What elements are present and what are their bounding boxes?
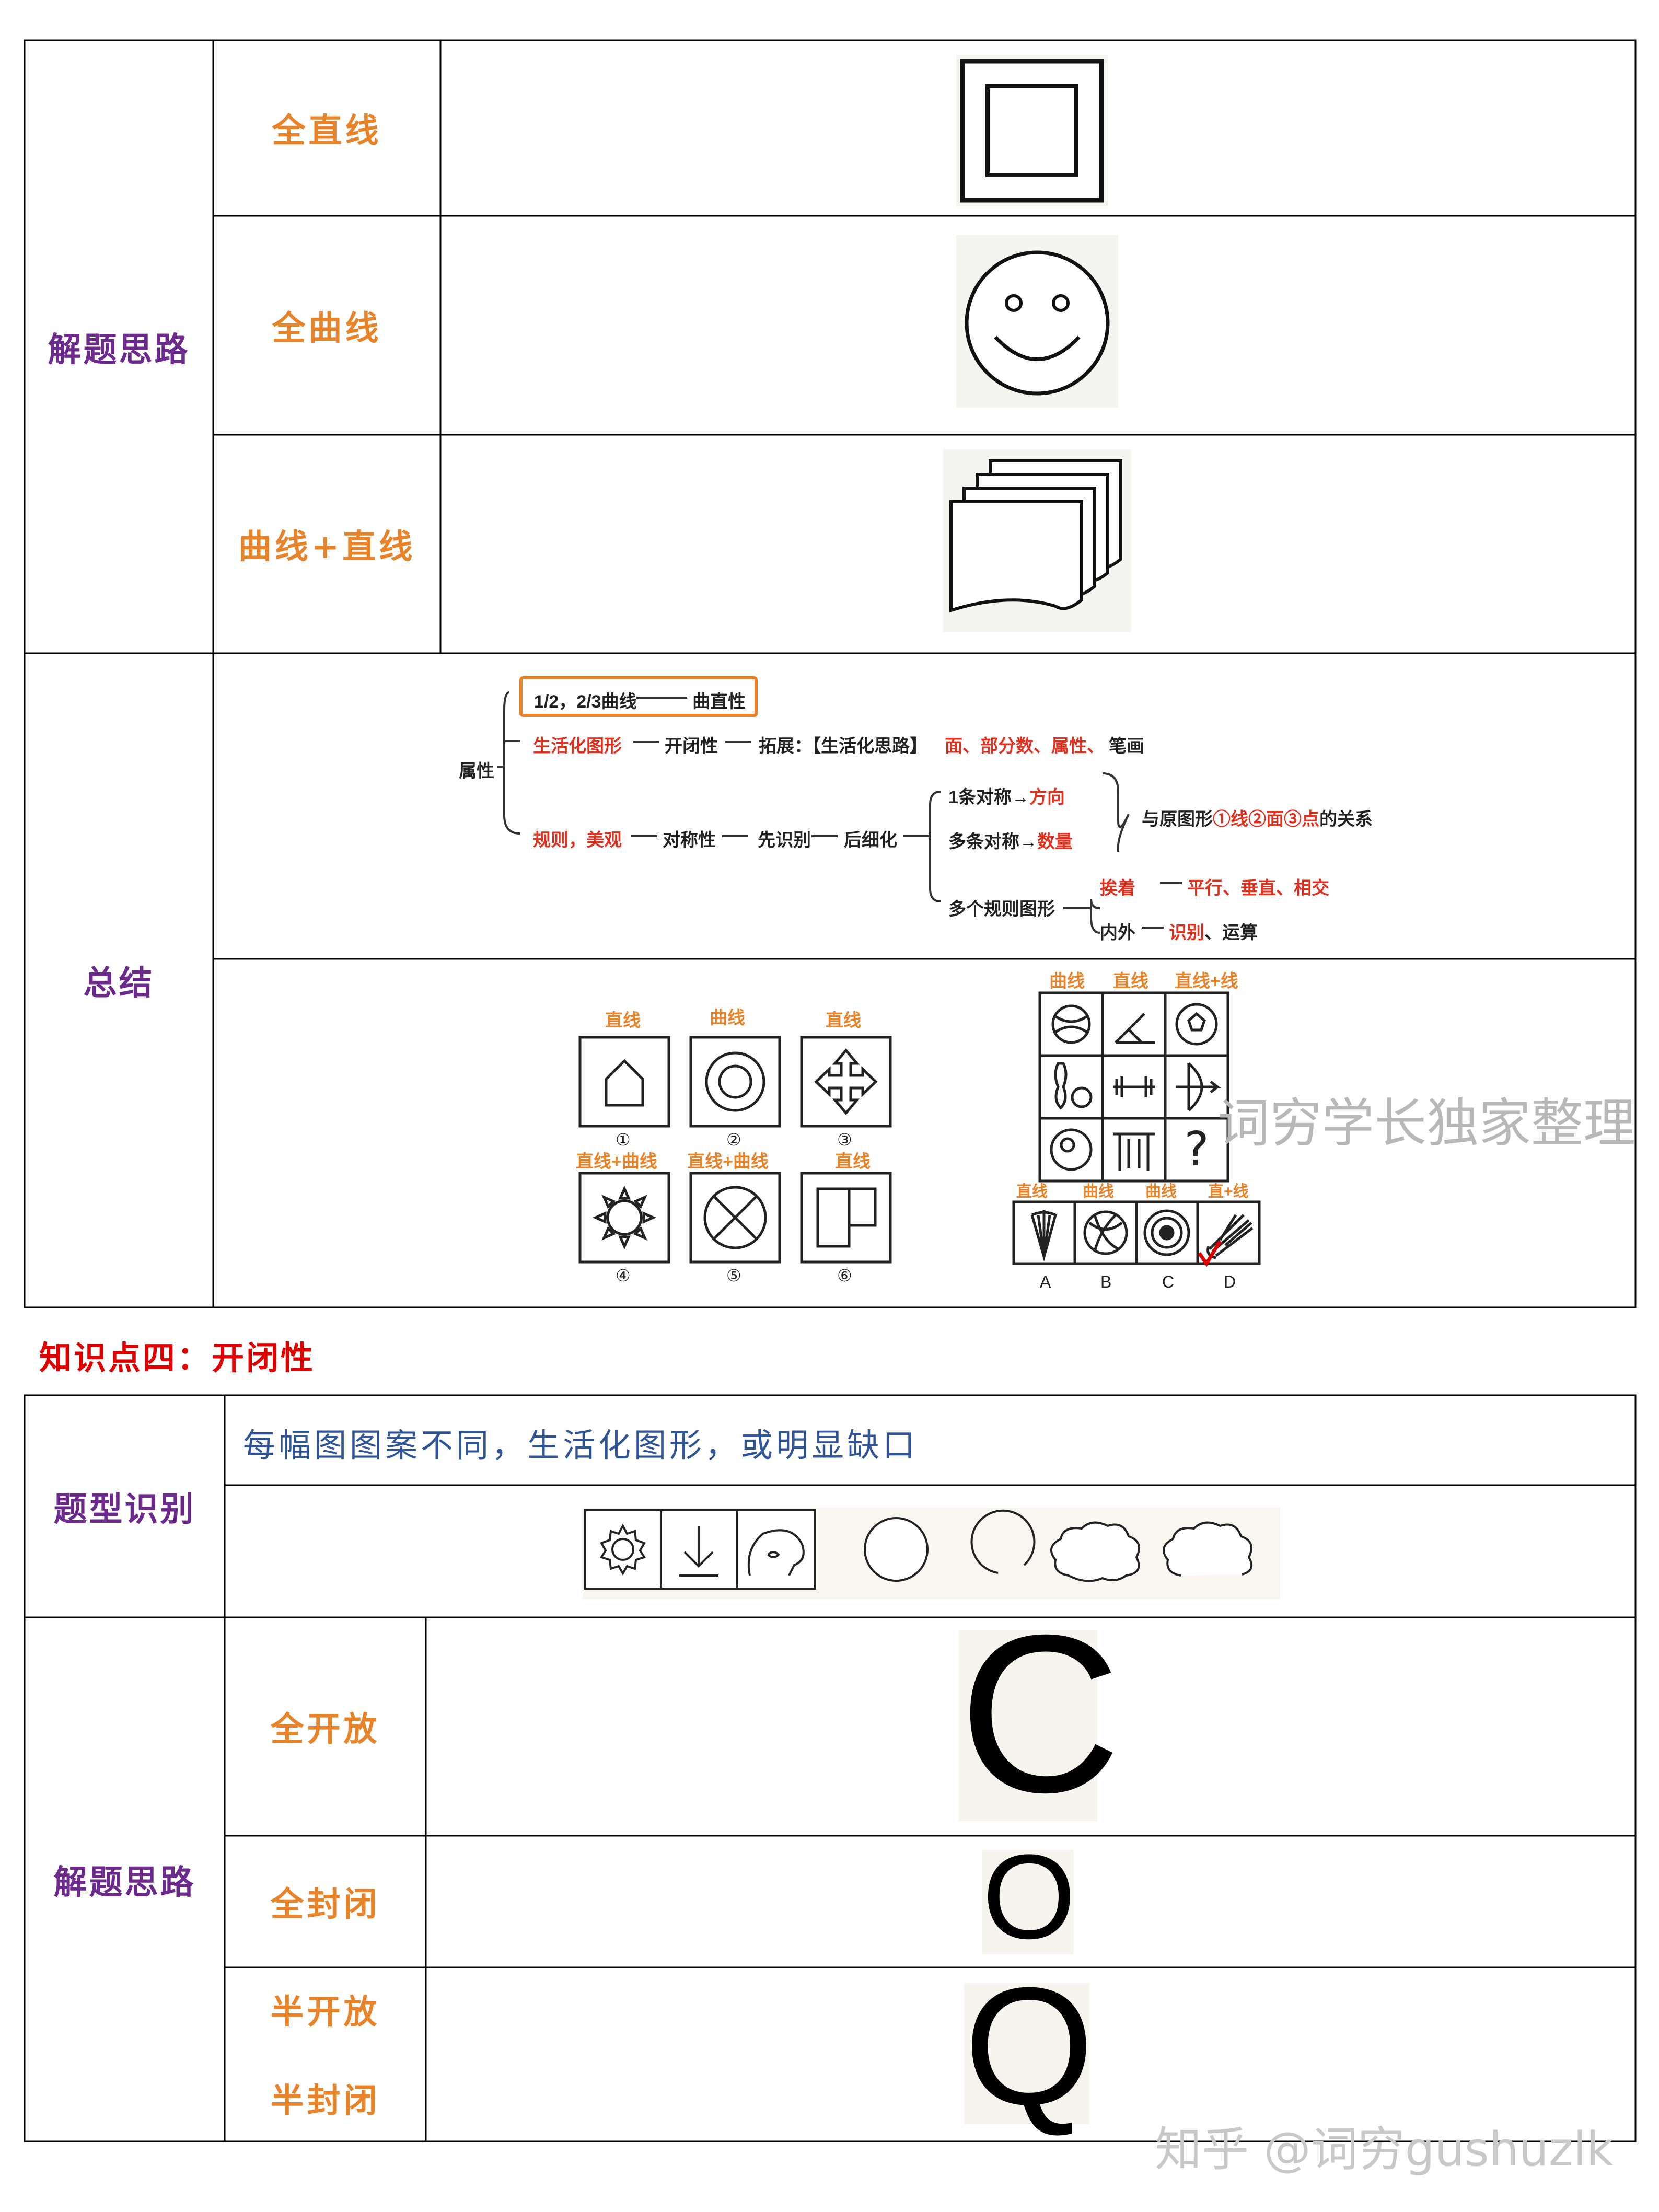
mindmap-relation: 与原图形①线②面③点的关系 [1142,809,1373,829]
summary-label: 总结 [83,964,155,1003]
sub-label-closed: 全封闭 [270,1885,380,1924]
square-frame-figure [956,55,1108,206]
example-left-label-3: 直线 [826,1011,861,1030]
section-heading: 知识点四：开闭性 [39,1339,316,1377]
example-left-num-6: ⑥ [837,1266,852,1285]
letter-o: O [982,1829,1076,1964]
example-right-col-1: 曲线 [1049,971,1085,991]
letter-c: C [959,1589,1121,1839]
mindmap-connectors [497,676,1182,934]
example-left-label-5: 直线+曲线 [687,1152,769,1172]
mindmap-branch3: 规则，美观 [533,830,622,850]
sub-label-half-closed: 半封闭 [270,2081,380,2121]
mindmap-branch3-mid: 对称性 [663,830,716,850]
example-right-grid: ? [1038,991,1229,1183]
example-right-options [1012,1200,1261,1267]
stacked-pages-figure [943,449,1131,632]
sub-label-curve: 全曲线 [272,308,382,348]
example-left-num-4: ④ [616,1266,631,1285]
example-right-opt-label-a: 直线 [1016,1183,1048,1200]
table2-grid [24,1394,1637,2142]
mindmap-inner-outer-ops: 识别、运算 [1169,923,1258,943]
mindmap-sym1: 1条对称→方向 [948,787,1065,807]
option-letter-b: B [1100,1272,1112,1291]
letter-o-box [982,1850,1074,1954]
example-left-label-1: 直线 [605,1011,641,1030]
sub-label-straight: 全直线 [272,111,382,150]
example-left-num-1: ① [616,1130,631,1149]
watermark-bottom: 知乎 @词穷gushuzlk [1155,2122,1614,2177]
watermark-center: 词穷学长独家整理 [1217,1093,1635,1154]
identify-figures [583,1508,1280,1599]
mindmap-branch2-item-black: 笔画 [1109,736,1144,756]
example-left-figures [578,1036,892,1264]
example-left-num-3: ③ [837,1130,852,1149]
example-left-num-5: ⑤ [726,1266,741,1285]
mindmap-branch2: 生活化图形 [533,736,622,756]
mindmap-branch3-step1: 先识别 [758,830,811,850]
example-right-opt-label-c: 曲线 [1145,1183,1177,1200]
smiley-face-figure [956,235,1118,408]
sub-label-open: 全开放 [270,1710,380,1749]
mindmap-sym2: 多条对称→数量 [948,832,1073,852]
mindmap-branch2-items: 面、部分数、属性、 [945,736,1105,756]
example-right-opt-label-d: 直+线 [1208,1183,1249,1200]
mindmap-adjacent-result: 平行、垂直、相交 [1187,878,1329,898]
sub-label-mixed: 曲线+直线 [238,527,416,566]
letter-q: Q [964,1952,1094,2139]
letter-q-box [964,1983,1089,2124]
identify-text: 每幅图图案不同，生活化图形，或明显缺口 [243,1426,919,1464]
mindmap-branch3-step2: 后细化 [844,830,897,850]
example-left-label-2: 曲线 [710,1008,745,1028]
example-right-opt-label-b: 曲线 [1083,1183,1114,1200]
option-letter-d: D [1224,1272,1236,1291]
question-mark: ? [1184,1122,1209,1177]
option-letter-a: A [1040,1272,1051,1291]
approach-label-2: 解题思路 [53,1862,196,1902]
mindmap-adjacent: 挨着 [1100,878,1135,898]
mindmap-branch1-result: 曲直性 [692,692,746,712]
table1-grid [24,39,1637,1308]
example-left-num-2: ② [726,1130,741,1149]
example-left-label-4: 直线+曲线 [576,1152,657,1172]
sub-label-half-open: 半开放 [270,1993,380,2032]
identify-label: 题型识别 [53,1489,196,1529]
mindmap-branch2-mid: 开闭性 [665,736,718,756]
mindmap-branch2-ext: 拓展：【生活化思路】 [759,736,927,756]
letter-c-box [959,1630,1097,1821]
mindmap-branch1: 1/2，2/3曲线 [534,692,637,712]
mindmap-root: 属性 [459,761,494,781]
approach-label: 解题思路 [48,330,190,369]
example-right-col-3: 直线+线 [1175,971,1238,991]
mindmap-multi-rule: 多个规则图形 [948,899,1055,919]
example-left-label-6: 直线 [835,1152,871,1172]
example-right-col-2: 直线 [1113,971,1148,991]
option-letter-c: C [1162,1272,1175,1291]
mindmap-inner-outer: 内外 [1100,923,1135,943]
